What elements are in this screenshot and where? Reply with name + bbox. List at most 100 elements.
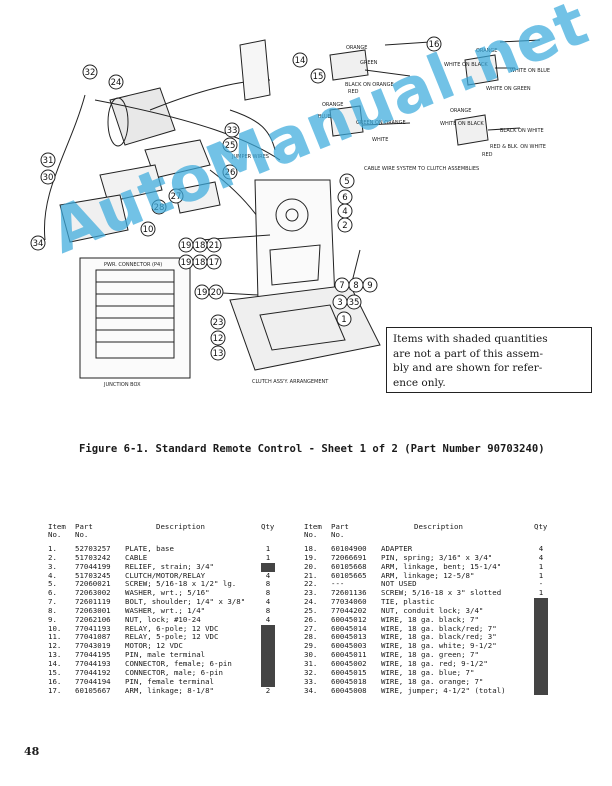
- part-description: CONNECTOR, male; 6-pin: [125, 667, 223, 677]
- header-part: Part No.: [331, 522, 349, 539]
- part-description: CABLE: [125, 552, 148, 562]
- part-description: ADAPTER: [381, 544, 413, 553]
- wire-label: BLUE: [318, 114, 331, 120]
- connector-title: PWR. CONNECTOR (P4): [104, 262, 162, 268]
- callout-label: 3: [337, 298, 342, 308]
- wire-label: GREEN ON ORANGE: [356, 120, 406, 126]
- part-number: 77034060: [331, 597, 367, 607]
- part-number: 60104900: [331, 544, 367, 553]
- item-number: 7.: [48, 597, 57, 607]
- part-number: 60045014: [331, 623, 367, 633]
- wire-label: GREEN: [360, 60, 378, 66]
- part-description: WIRE, 18 ga. white; 9-1/2": [381, 641, 497, 651]
- quantity: 1: [534, 659, 548, 669]
- quantity: 4: [265, 597, 271, 607]
- callout-label: 21: [209, 241, 220, 251]
- callout-label: 14: [295, 56, 306, 66]
- item-number: 1.: [48, 544, 57, 553]
- part-number: 60045015: [331, 667, 367, 677]
- callout-label: 7: [339, 281, 344, 291]
- parts-list-right: Item No. Part No. Description Qty 18.601…: [304, 522, 560, 696]
- header-qty: Qty: [261, 522, 275, 531]
- part-number: 72062106: [75, 614, 111, 624]
- item-number: 27.: [304, 623, 318, 633]
- item-number: 2.: [48, 552, 57, 562]
- callout-label: 30: [43, 173, 54, 183]
- part-description: WIRE, 18 ga. black/red; 7": [381, 623, 497, 633]
- part-number: 51703242: [75, 552, 111, 562]
- quantity: 8: [265, 579, 271, 589]
- part-description: RELAY, 6-pole; 12 VDC: [125, 623, 219, 633]
- item-number: 10.: [48, 623, 62, 633]
- callout-label: 18: [195, 241, 206, 251]
- header-qty: Qty: [534, 522, 548, 531]
- part-description: PIN, female terminal: [125, 676, 214, 686]
- wire-label: ORANGE: [476, 48, 497, 54]
- callout-label: 28: [154, 203, 165, 213]
- callout-label: 9: [367, 281, 372, 291]
- quantity: 4: [261, 668, 275, 678]
- cable-label: CABLE WIRE SYSTEM TO CLUTCH ASSEMBLIES: [364, 166, 479, 172]
- callout-label: 2: [342, 221, 347, 231]
- callout-label: 32: [85, 68, 96, 78]
- part-description: CLUTCH/MOTOR/RELAY: [125, 570, 206, 580]
- wire-label: ORANGE: [346, 45, 367, 51]
- callout-label: 16: [429, 40, 440, 50]
- quantity: 4: [265, 570, 271, 580]
- part-number: 77044194: [75, 676, 111, 686]
- quantity: 4: [261, 659, 275, 669]
- part-number: 60045018: [331, 676, 367, 686]
- part-description: RELAY, 5-pole; 12 VDC: [125, 632, 219, 642]
- wire-label: WHITE ON BLACK: [440, 121, 484, 127]
- callout-label: 18: [195, 258, 206, 268]
- part-number: 60045003: [331, 641, 367, 651]
- item-number: 6.: [48, 588, 57, 598]
- item-number: 26.: [304, 614, 318, 624]
- part-description: WIRE, 18 ga. black; 7": [381, 614, 479, 624]
- part-number: ---: [331, 579, 345, 589]
- wire-label: ORANGE: [322, 102, 343, 108]
- part-description: RELIEF, strain; 3/4": [125, 561, 214, 571]
- part-number: 77044193: [75, 658, 111, 668]
- item-number: 13.: [48, 650, 62, 660]
- part-description: NOT USED: [381, 579, 417, 589]
- quantity: 1: [534, 633, 548, 643]
- callout-label: 33: [227, 126, 238, 136]
- part-number: 77044192: [75, 667, 111, 677]
- part-description: SCREW; 5/16-18 x 1/2" lg.: [125, 579, 237, 589]
- part-number: 60105665: [331, 570, 367, 580]
- item-number: 15.: [48, 667, 62, 677]
- callout-label: 6: [342, 193, 347, 203]
- quantity: 1: [265, 552, 271, 562]
- item-number: 19.: [304, 552, 318, 562]
- header-description: Description: [156, 522, 205, 531]
- wire-label: RED & BLK. ON WHITE: [490, 144, 546, 150]
- part-number: 52703257: [75, 544, 111, 553]
- part-number: 51703245: [75, 570, 111, 580]
- part-number: 60045011: [331, 650, 367, 660]
- table-row: 15. 77044192 CONNECTOR, male; 6-pin 4: [48, 667, 278, 678]
- item-number: 9.: [48, 614, 57, 624]
- part-number: 72063001: [75, 605, 111, 615]
- callout-label: 19: [181, 258, 192, 268]
- jumper-label: JUMPER WIRES: [231, 154, 269, 160]
- quantity: 1: [534, 606, 548, 616]
- item-number: 23.: [304, 588, 318, 598]
- part-description: WASHER, wrt.; 5/16": [125, 588, 210, 598]
- quantity: 1: [538, 570, 544, 580]
- quantity: 1: [534, 668, 548, 678]
- note-line: are not a part of this assem-: [393, 347, 543, 360]
